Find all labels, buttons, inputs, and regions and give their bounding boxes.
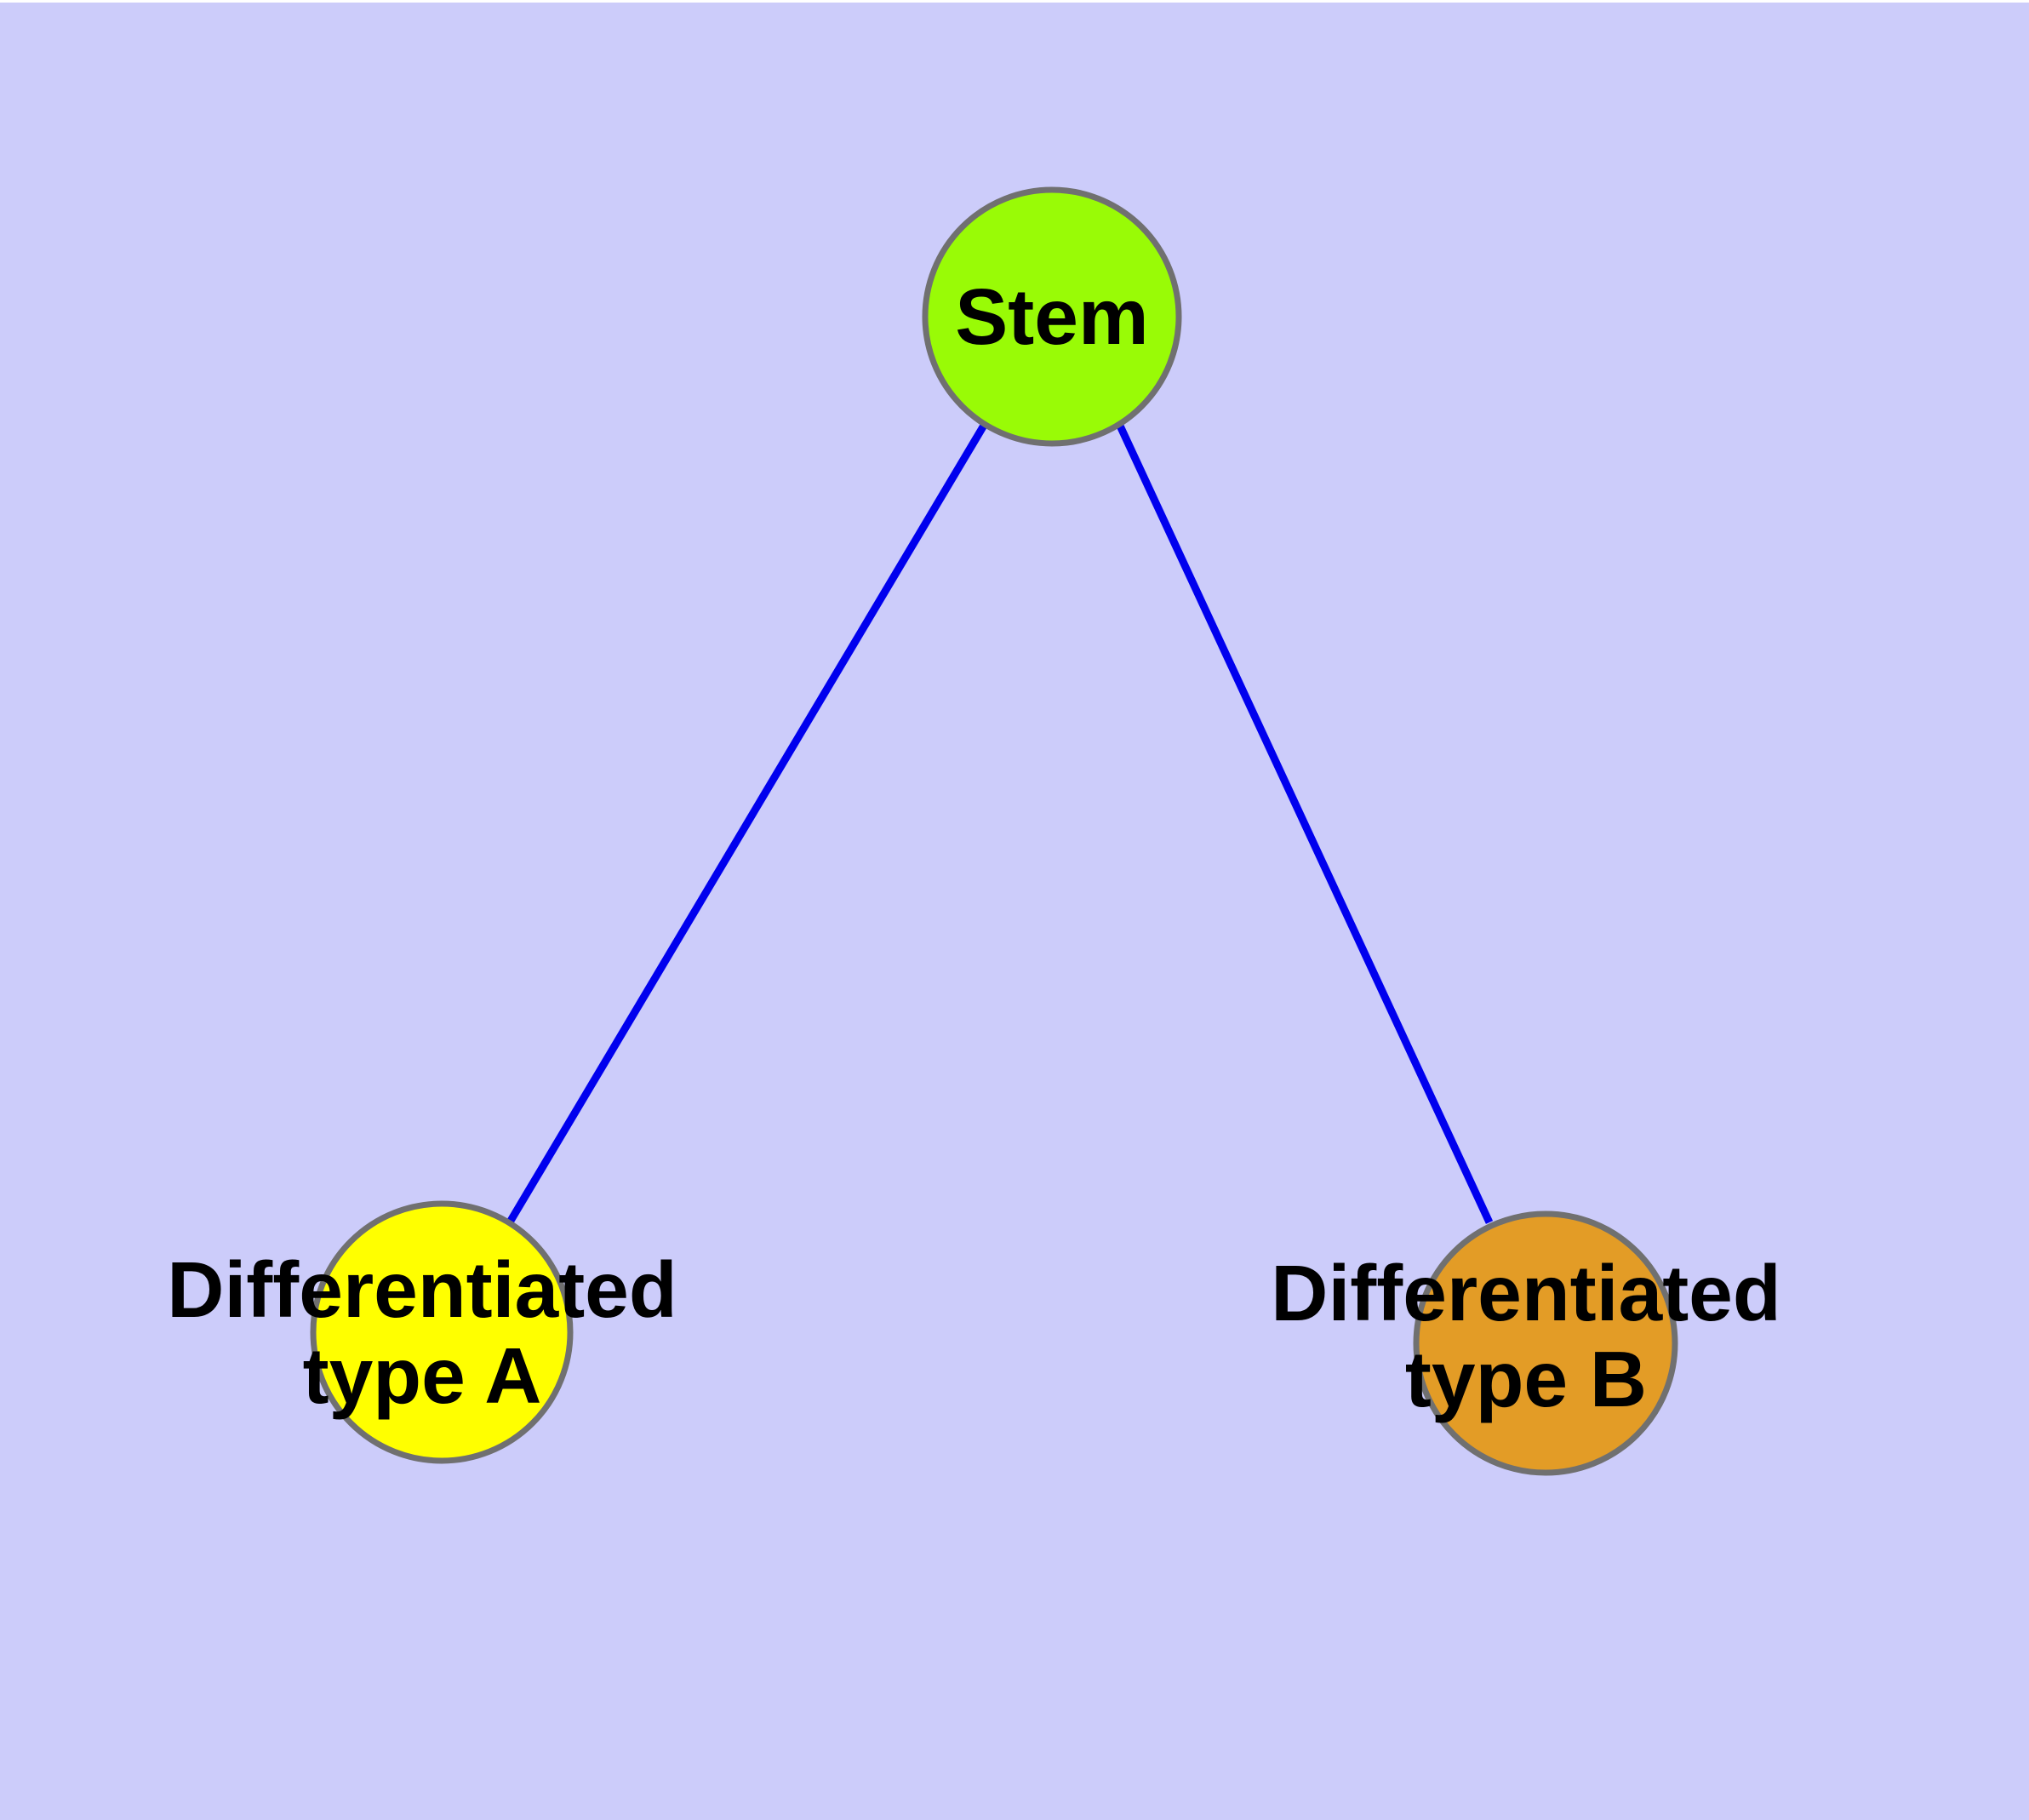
node-circle-diff-b[interactable] [1413, 1210, 1678, 1476]
labels-layer: Stem Differentiated type A Differentiate… [167, 272, 1780, 1423]
node-label-diff-a-line2: type A [303, 1331, 542, 1420]
edge-stem-to-diff-b[interactable] [1115, 422, 1494, 1224]
edge-stem-to-diff-a[interactable] [507, 421, 988, 1223]
node-label-diff-b-line2: type B [1405, 1335, 1647, 1423]
node-label-diff-b-line1: Differentiated [1271, 1249, 1780, 1337]
node-circle-diff-a[interactable] [310, 1200, 574, 1464]
nodes-layer [310, 186, 1678, 1476]
node-label-diff-a-line1: Differentiated [167, 1245, 677, 1334]
edges-layer [507, 421, 1494, 1224]
node-label-stem: Stem [955, 272, 1148, 361]
node-circle-stem[interactable] [922, 186, 1182, 447]
